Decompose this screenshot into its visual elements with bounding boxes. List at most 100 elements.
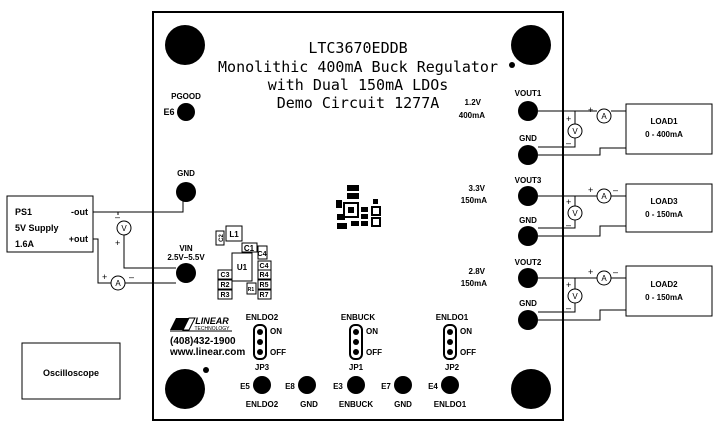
terminal-e3 bbox=[347, 376, 365, 394]
component-c2 bbox=[215, 230, 225, 246]
jp3-pin1 bbox=[257, 329, 263, 335]
jp3-on: ON bbox=[270, 327, 282, 336]
ammeter-out2 bbox=[596, 270, 612, 286]
e5-label: ENLDO2 bbox=[246, 400, 279, 409]
load1-name: LOAD1 bbox=[650, 117, 678, 126]
ammeter-out2-label: A bbox=[601, 274, 607, 283]
jp1-name: JP1 bbox=[349, 363, 364, 372]
e7-id: E7 bbox=[381, 382, 391, 391]
vout1-label: VOUT1 bbox=[515, 89, 542, 98]
component-l1 bbox=[225, 225, 243, 242]
r4-label: R4 bbox=[260, 272, 269, 279]
component-r4 bbox=[257, 269, 272, 280]
ps1-neg-label: -out bbox=[71, 207, 88, 217]
terminal-e8 bbox=[298, 376, 316, 394]
jp3-pin3 bbox=[257, 349, 263, 355]
ammeter-out3 bbox=[596, 188, 612, 204]
jp3-off: OFF bbox=[270, 348, 286, 357]
c1-label: C1 bbox=[244, 244, 255, 253]
pgood-label: PGOOD bbox=[171, 92, 201, 101]
wire-volt-vin bbox=[123, 235, 176, 269]
terminal-e4 bbox=[441, 376, 459, 394]
ammeter-out1-label: A bbox=[601, 112, 607, 121]
jp2-on: ON bbox=[460, 327, 472, 336]
oscilloscope-box bbox=[21, 342, 121, 400]
jp3-pin2 bbox=[257, 339, 263, 345]
out2-plus-v: + bbox=[566, 280, 571, 290]
chip-footprint bbox=[336, 185, 381, 229]
ammeter-in-minus: – bbox=[129, 272, 134, 282]
voltmeter-out1 bbox=[567, 123, 583, 139]
vout1-v: 1.2V bbox=[465, 98, 482, 107]
vout3-v: 3.3V bbox=[469, 184, 486, 193]
vout2-gnd-label: GND bbox=[519, 299, 537, 308]
jp1-title: ENBUCK bbox=[341, 313, 375, 322]
voltmeter-out2-label: V bbox=[572, 292, 578, 301]
out2-minus-v: – bbox=[566, 303, 571, 313]
e7-label: GND bbox=[394, 400, 412, 409]
wire-neg-v bbox=[108, 211, 119, 215]
component-r5 bbox=[257, 279, 272, 290]
r2-label: R2 bbox=[221, 282, 230, 289]
terminal-vin bbox=[176, 263, 196, 283]
r7-label: R7 bbox=[260, 292, 269, 299]
gnd-label: GND bbox=[177, 169, 195, 178]
l1-label: L1 bbox=[229, 230, 239, 239]
ammeter-in-label: A bbox=[115, 279, 121, 288]
load2-range: 0 - 150mA bbox=[645, 293, 683, 302]
voltmeter-out2 bbox=[567, 288, 583, 304]
ps1-desc: 5V Supply bbox=[15, 223, 59, 233]
via-bottom-left bbox=[203, 367, 209, 373]
out3-plus-a: + bbox=[588, 185, 593, 195]
brand-name: LINEAR bbox=[195, 316, 229, 326]
linear-logo bbox=[170, 317, 232, 332]
jp3-title: ENLDO2 bbox=[246, 313, 279, 322]
jp1-pin1 bbox=[353, 329, 359, 335]
jp2-pin2 bbox=[447, 339, 453, 345]
jp2-pin1 bbox=[447, 329, 453, 335]
r5-label: R5 bbox=[260, 282, 269, 289]
ammeter-out1 bbox=[596, 108, 612, 124]
load3-range: 0 - 150mA bbox=[645, 210, 683, 219]
terminal-pgood bbox=[177, 103, 195, 121]
e6-label: E6 bbox=[163, 107, 174, 117]
out1-minus-v: – bbox=[566, 138, 571, 148]
brand-web: www.linear.com bbox=[169, 347, 245, 358]
jp2-name: JP2 bbox=[445, 363, 460, 372]
terminal-vout3 bbox=[518, 186, 538, 206]
oscilloscope-label: Oscilloscope bbox=[43, 368, 99, 378]
e4-label: ENLDO1 bbox=[434, 400, 467, 409]
board-part-number: LTC3670EDDB bbox=[308, 39, 407, 57]
output2-wiring bbox=[538, 277, 626, 321]
terminal-gnd-in bbox=[176, 182, 196, 202]
terminal-vout3-gnd bbox=[518, 226, 538, 246]
vout3-i: 150mA bbox=[461, 196, 487, 205]
via-top-right bbox=[509, 62, 515, 68]
vout1-gnd-label: GND bbox=[519, 134, 537, 143]
voltmeter-in-label: V bbox=[121, 224, 127, 233]
vout1-i: 400mA bbox=[459, 111, 485, 120]
load1-range: 0 - 400mA bbox=[645, 130, 683, 139]
board-title-line3: Demo Circuit 1277A bbox=[277, 94, 440, 112]
brand-sub: TECHNOLOGY bbox=[194, 326, 230, 332]
component-r7 bbox=[257, 289, 272, 300]
power-supply-box bbox=[6, 195, 94, 253]
terminal-vout2 bbox=[518, 268, 538, 288]
terminal-vout1-gnd bbox=[518, 145, 538, 165]
component-c3 bbox=[217, 269, 233, 280]
c3-label: C3 bbox=[221, 272, 230, 279]
voltmeter-out1-label: V bbox=[572, 127, 578, 136]
jp2-off: OFF bbox=[460, 348, 476, 357]
e8-id: E8 bbox=[285, 382, 295, 391]
output1-wiring bbox=[538, 110, 626, 156]
load1-box bbox=[625, 103, 713, 155]
mount-hole-tr bbox=[511, 25, 551, 65]
load2-box bbox=[625, 265, 713, 317]
ps1-current: 1.6A bbox=[15, 239, 35, 249]
component-c1 bbox=[241, 242, 258, 253]
voltmeter-out3-label: V bbox=[572, 209, 578, 218]
e4-id: E4 bbox=[428, 382, 438, 391]
c4b-label: C4 bbox=[260, 263, 269, 270]
output3-wiring bbox=[538, 195, 626, 237]
